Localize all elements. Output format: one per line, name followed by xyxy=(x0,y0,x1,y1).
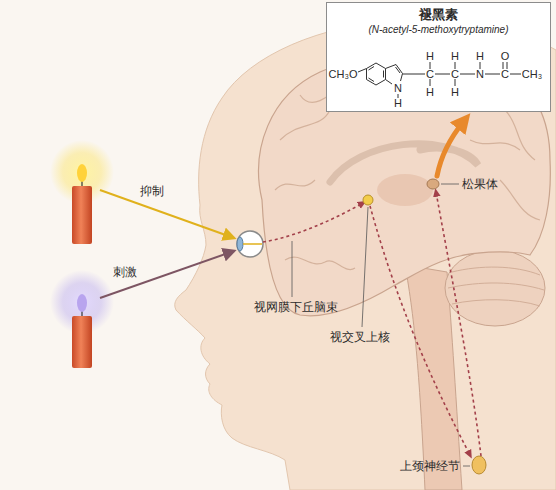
part-name: 视网膜下丘脑束 xyxy=(254,300,338,315)
stimulate-arrow xyxy=(100,251,234,298)
cerebellum xyxy=(445,250,545,326)
atom-label: C xyxy=(501,68,509,80)
signal-label: 抑制 xyxy=(140,184,164,199)
atom-label: C xyxy=(426,68,434,80)
atom-label: O xyxy=(501,50,510,62)
atom-label: CH₃O xyxy=(329,68,358,80)
candle xyxy=(72,186,92,244)
part-name: 松果体 xyxy=(462,177,498,192)
inset-box: 褪黑素(N-acetyl-5-methoxytryptamine) xyxy=(326,2,551,112)
scn-to-ganglion-path xyxy=(370,206,470,455)
eye xyxy=(237,231,263,257)
part-name: 视交叉上核 xyxy=(330,330,390,345)
atom-label: N xyxy=(476,68,484,80)
atom-label: H xyxy=(426,50,434,62)
candle xyxy=(72,316,92,368)
retinohypothalamic-tract xyxy=(263,203,363,242)
secretion-arrow xyxy=(437,121,464,176)
atom-label: CH₃ xyxy=(522,68,542,80)
structure-bonds xyxy=(358,62,521,98)
candle-flame xyxy=(77,164,87,182)
candle-flame xyxy=(77,294,87,312)
atom-label: H xyxy=(394,97,402,109)
thalamus xyxy=(377,174,433,206)
box-heading: 褪黑素 xyxy=(327,6,550,23)
atom-label: C xyxy=(451,68,459,80)
ganglion xyxy=(472,456,486,474)
signal-label: 刺激 xyxy=(113,265,137,280)
inset-background xyxy=(326,2,551,112)
cerebellum-folds xyxy=(448,267,544,306)
atom-label: N xyxy=(394,82,402,94)
atom-label: H xyxy=(451,50,459,62)
light-path xyxy=(243,243,262,245)
atom-label: H xyxy=(476,50,484,62)
eye-lens xyxy=(237,237,243,251)
ganglion-to-pineal-path xyxy=(436,192,481,456)
leader-lines xyxy=(292,184,470,466)
part-name: 上颈神经节 xyxy=(400,459,460,474)
pineal-gland xyxy=(427,179,439,189)
inhibit-arrow xyxy=(100,190,234,238)
chemical-name: (N-acetyl-5-methoxytryptamine) xyxy=(327,23,550,36)
atom-label: H xyxy=(426,86,434,98)
atom-label: H xyxy=(451,86,459,98)
scn-dot xyxy=(363,195,373,205)
